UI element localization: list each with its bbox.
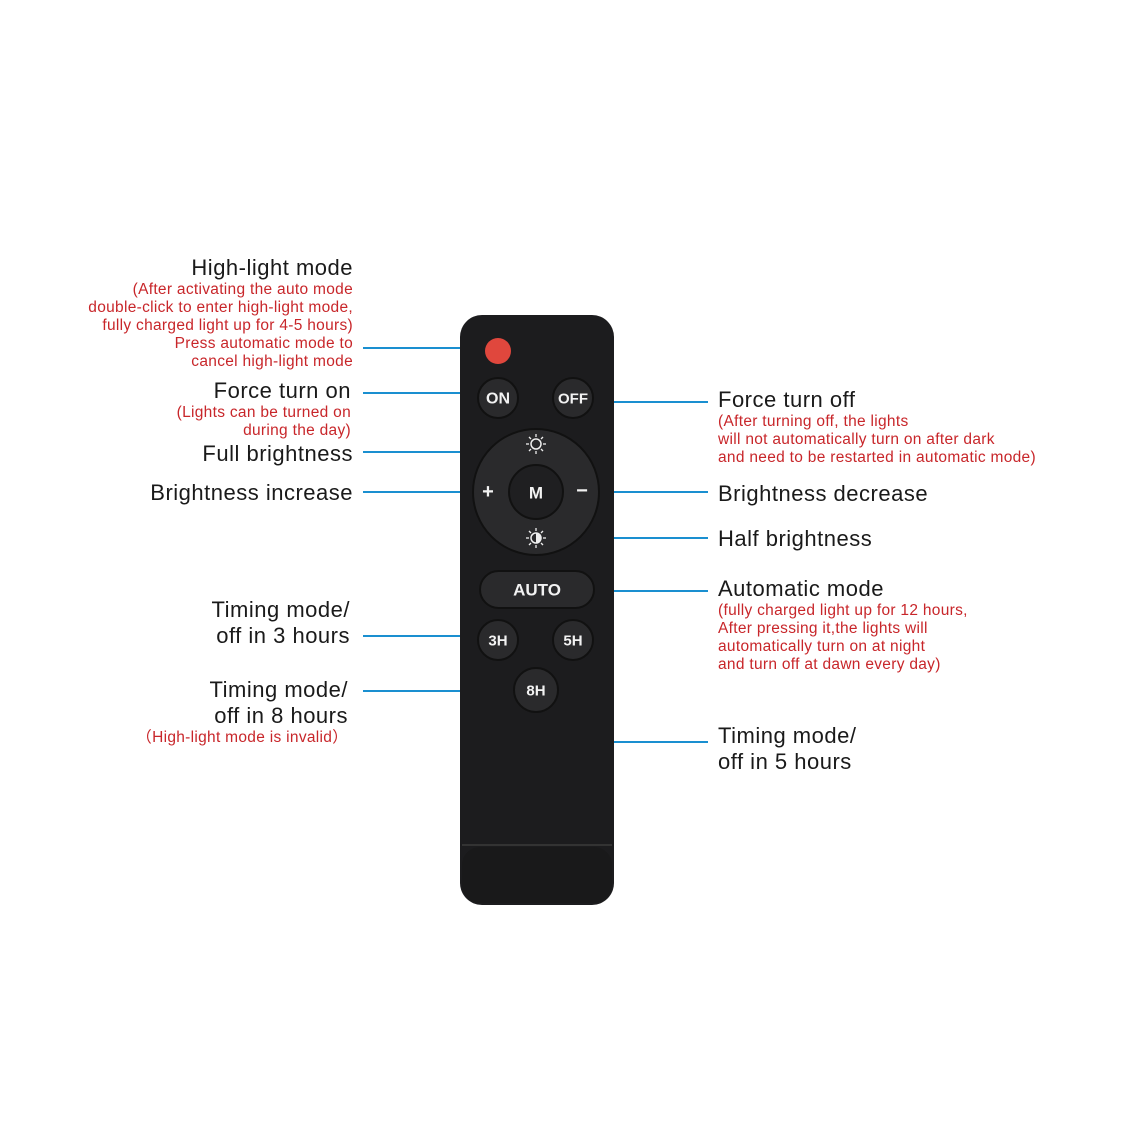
3h-button-label: 3H (488, 633, 507, 650)
label-title: High-light mode (191, 255, 353, 280)
label-note: (fully charged light up for 12 hours, (718, 602, 968, 619)
5h-button-label: 5H (563, 633, 582, 650)
label-note: fully charged light up for 4-5 hours) (102, 317, 353, 334)
label-note: (After turning off, the lights (718, 413, 909, 430)
label-note: during the day) (243, 422, 351, 439)
label-title: Full brightness (202, 441, 353, 466)
label-note: and turn off at dawn every day) (718, 656, 941, 673)
label-note: cancel high-light mode (191, 353, 353, 370)
5h-button[interactable]: 5H (552, 619, 594, 661)
full-brightness-button[interactable] (526, 434, 546, 454)
label-note: double-click to enter high-light mode, (88, 299, 353, 316)
m-button[interactable]: M (508, 464, 564, 520)
label-force-turn-off: Force turn off (After turning off, the l… (718, 387, 1036, 467)
8h-button[interactable]: 8H (513, 667, 559, 713)
sun-icon (530, 438, 542, 450)
label-note: (Lights can be turned on (176, 404, 351, 421)
off-button[interactable]: OFF (552, 377, 594, 419)
label-title: Timing mode/ (211, 597, 350, 622)
label-note: （High-light mode is invalid） (136, 729, 348, 746)
brightness-increase-button[interactable]: + (482, 481, 494, 503)
label-title: Timing mode/ (209, 677, 348, 702)
label-title: Timing mode/ (718, 723, 857, 748)
m-button-label: M (529, 484, 543, 503)
label-title: Brightness decrease (718, 481, 929, 506)
label-automatic-mode: Automatic mode (fully charged light up f… (718, 576, 968, 674)
label-title: off in 3 hours (216, 623, 350, 648)
label-half-brightness: Half brightness (718, 526, 872, 552)
label-force-turn-on: Force turn on (Lights can be turned on d… (177, 378, 351, 440)
label-timing-5h: Timing mode/ off in 5 hours (718, 723, 856, 775)
label-full-brightness: Full brightness (202, 441, 353, 467)
label-title: Half brightness (718, 526, 873, 551)
off-button-label: OFF (558, 391, 588, 408)
label-title: off in 8 hours (214, 703, 348, 728)
label-title: Force turn off (718, 387, 856, 412)
8h-button-label: 8H (526, 683, 545, 700)
half-brightness-button[interactable] (526, 528, 546, 548)
label-note: After pressing it,the lights will (718, 620, 928, 637)
label-note: (After activating the auto mode (132, 281, 353, 298)
label-title: Force turn on (213, 378, 351, 403)
label-timing-3h: Timing mode/ off in 3 hours (212, 597, 350, 649)
3h-button[interactable]: 3H (477, 619, 519, 661)
brightness-decrease-button[interactable]: − (576, 480, 588, 502)
label-title: Brightness increase (150, 480, 353, 505)
label-title: Automatic mode (718, 576, 884, 601)
auto-button[interactable]: AUTO (479, 570, 595, 609)
label-note: Press automatic mode to (174, 335, 353, 352)
auto-button-label: AUTO (513, 581, 561, 600)
label-note: automatically turn on at night (718, 638, 926, 655)
label-brightness-decrease: Brightness decrease (718, 481, 928, 507)
label-title: off in 5 hours (718, 749, 852, 774)
label-high-light-mode: High-light mode (After activating the au… (88, 255, 353, 371)
label-timing-8h: Timing mode/ off in 8 hours （High-light … (136, 677, 348, 747)
label-note: will not automatically turn on after dar… (718, 431, 995, 448)
label-brightness-increase: Brightness increase (150, 480, 353, 506)
on-button-label: ON (486, 391, 510, 408)
on-button[interactable]: ON (477, 377, 519, 419)
label-note: and need to be restarted in automatic mo… (718, 449, 1036, 466)
high-light-button[interactable] (485, 338, 511, 364)
